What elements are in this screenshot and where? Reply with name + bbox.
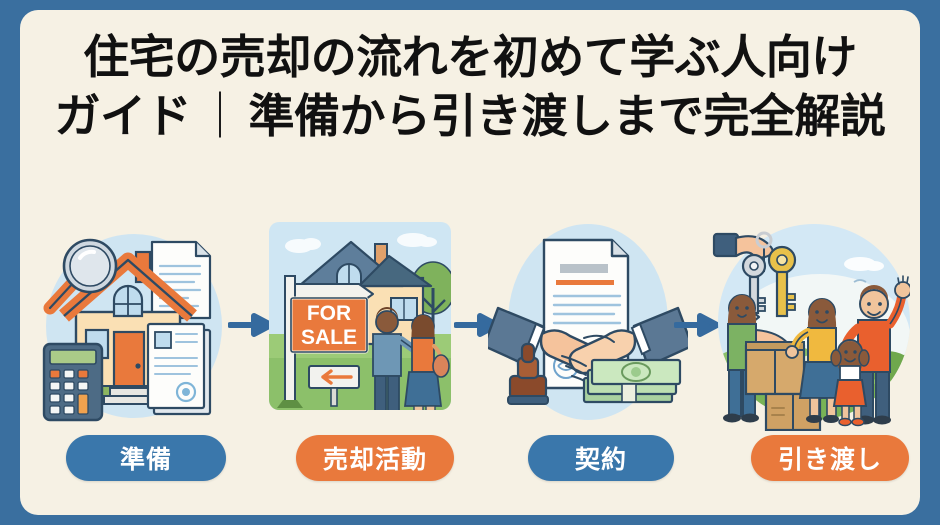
stamp-icon: [507, 342, 549, 405]
direction-arrow-sign: [308, 365, 360, 407]
key-icon-silver: [741, 253, 767, 322]
step-illustration-sales-activity: FOR SALE: [263, 216, 463, 431]
magnifying-glass-icon: [43, 238, 118, 315]
content-card: 住宅の売却の流れを初めて学ぶ人向け ガイド｜準備から引き渡しまで完全解説: [20, 10, 920, 515]
step-pill-preparation[interactable]: 準備: [66, 435, 226, 481]
happy-family: [785, 275, 910, 427]
calculator-icon: [42, 342, 104, 422]
step-illustration-handover: [710, 216, 910, 431]
step-illustration-preparation: [34, 216, 234, 431]
page-title-line-1: 住宅の売却の流れを初めて学ぶ人向け: [83, 31, 857, 83]
for-sale-sign-text-line2: SALE: [301, 326, 357, 349]
step-pill-sales-activity[interactable]: 売却活動: [296, 435, 454, 481]
page-title-subtitle: 準備から引き渡しまで完全解説: [248, 89, 887, 142]
for-sale-sign: FOR SALE: [277, 275, 374, 408]
step-pill-handover[interactable]: 引き渡し: [751, 435, 909, 481]
cloud-icon: [285, 233, 437, 253]
for-sale-sign-text-line1: FOR: [307, 302, 351, 325]
page-title: 住宅の売却の流れを初めて学ぶ人向け ガイド｜準備から引き渡しまで完全解説: [20, 28, 920, 146]
cloud-icon: [844, 257, 884, 271]
key-icon-gold: [767, 245, 797, 318]
step-illustration-contract: [488, 216, 688, 431]
arrow-right-icon-3: [674, 308, 720, 342]
step-label-row: 準備 売却活動 契約 引き渡し: [20, 435, 920, 495]
page-title-line-2: ガイド｜準備から引き渡しまで完全解説: [32, 87, 908, 146]
cash-bundle-icon: [582, 358, 682, 404]
page-title-separator: ｜: [197, 89, 243, 142]
buyer-couple: [372, 307, 450, 410]
document-icon-front: [146, 322, 212, 416]
process-flow: FOR SALE: [20, 216, 920, 431]
page-title-guide-word: ガイド: [54, 89, 192, 142]
hand-with-keys-icon: [712, 231, 797, 322]
step-pill-contract[interactable]: 契約: [528, 435, 674, 481]
